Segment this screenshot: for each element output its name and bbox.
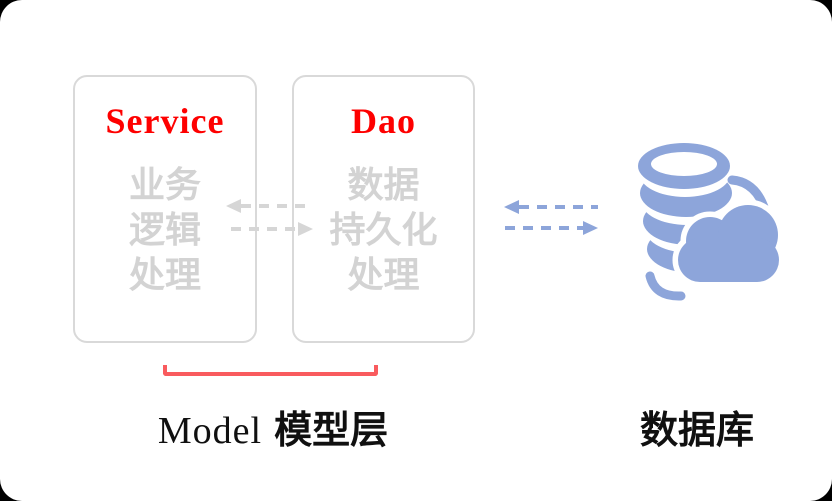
model-layer-bracket [163, 365, 378, 376]
model-layer-label-latin: Model [157, 410, 263, 452]
service-desc-line: 业务 [128, 165, 201, 205]
dao-box: Dao 数据 持久化 处理 [292, 75, 475, 343]
arrow-db-to-dao-head-icon [504, 200, 519, 214]
cloud-database-icon [638, 143, 785, 301]
service-desc-line: 处理 [128, 255, 201, 295]
dao-desc-line: 数据 [347, 165, 420, 205]
service-box-title: Service [105, 101, 225, 141]
dao-desc-line: 持久化 [329, 210, 438, 250]
swoosh-bottom-left-icon [645, 271, 686, 301]
database-label: 数据库 [639, 410, 754, 452]
model-layer-label: Model 模型层 [123, 399, 423, 454]
model-layer-label-cjk: 模型层 [274, 410, 389, 452]
dao-box-title: Dao [351, 101, 416, 141]
dao-box-description: 数据 持久化 处理 [294, 163, 473, 298]
service-box-description: 业务 逻辑 处理 [75, 163, 255, 298]
service-desc-line: 逻辑 [128, 210, 201, 250]
arrow-dao-to-service-head-icon [226, 199, 241, 213]
service-dao-dashed-arrows-icon [226, 199, 313, 236]
dao-database-dashed-arrows-icon [504, 200, 598, 235]
arrow-dao-to-db-head-icon [583, 221, 598, 235]
service-box: Service 业务 逻辑 处理 [73, 75, 257, 343]
cloud-icon [678, 205, 779, 282]
dao-desc-line: 处理 [347, 255, 420, 295]
arrow-service-to-dao-head-icon [298, 222, 313, 236]
